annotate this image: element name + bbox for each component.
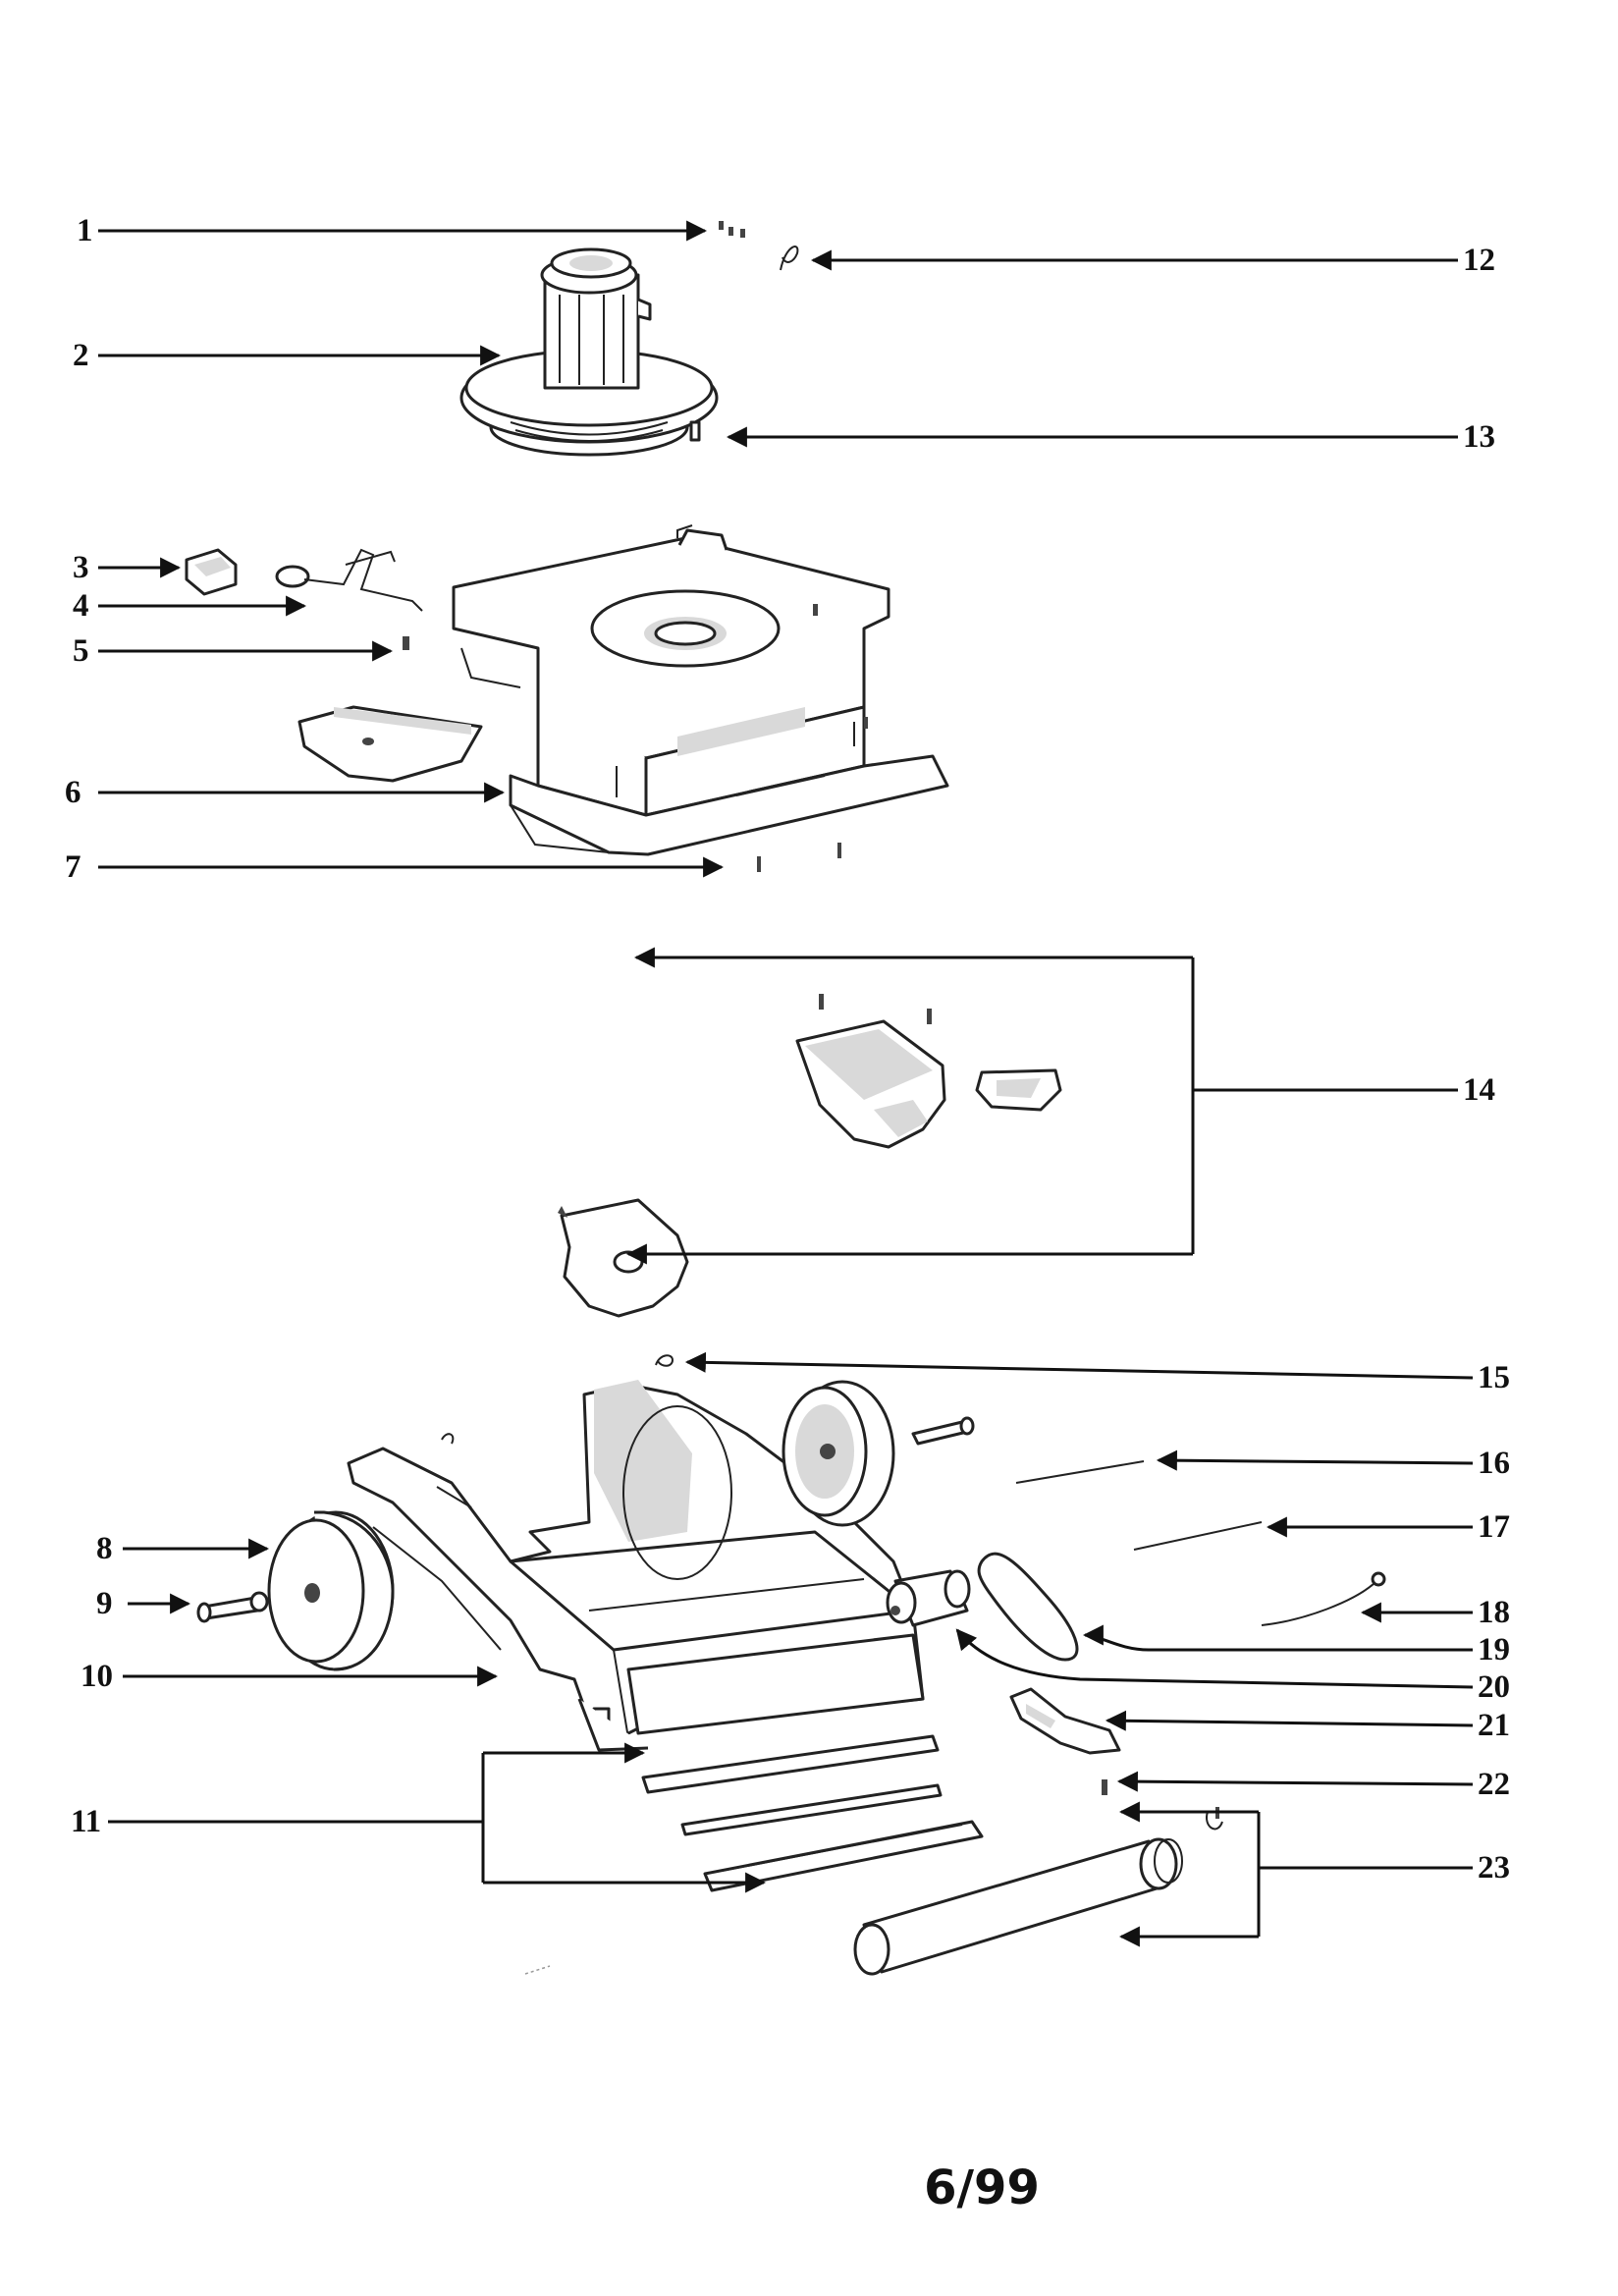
callout-11: 11	[71, 1804, 101, 1839]
part-15-clip	[655, 1354, 674, 1367]
part-9-axle	[196, 1591, 269, 1623]
callout-21: 21	[1478, 1708, 1510, 1743]
callout-22: 22	[1478, 1767, 1510, 1802]
callout-3: 3	[73, 550, 89, 585]
part-6-housing	[452, 524, 949, 856]
handle-bracket	[297, 705, 483, 783]
part-23-tube	[853, 1807, 1223, 1976]
callout-16: 16	[1478, 1446, 1510, 1481]
part-12-clip	[780, 246, 799, 271]
callout-4: 4	[73, 588, 89, 624]
callout-10: 10	[81, 1659, 113, 1694]
part-17-rod	[1133, 1521, 1263, 1551]
callout-20: 20	[1478, 1669, 1510, 1705]
callout-2: 2	[73, 338, 89, 373]
part-1-screws	[719, 221, 745, 238]
callout-14: 14	[1463, 1072, 1495, 1108]
part-10-base	[347, 1380, 925, 1752]
part-13-pin	[689, 420, 701, 442]
part-19-belt	[977, 1552, 1079, 1662]
callout-17: 17	[1478, 1509, 1510, 1545]
callout-23: 23	[1478, 1850, 1510, 1886]
callout-9: 9	[96, 1586, 113, 1621]
part-16-wheel-axle	[782, 1380, 975, 1527]
part-5-screw	[403, 636, 409, 650]
callout-18: 18	[1478, 1595, 1510, 1630]
part-3-switch	[185, 548, 238, 596]
callout-6: 6	[65, 775, 81, 810]
leader-lines	[98, 220, 1474, 1947]
callout-19: 19	[1478, 1632, 1510, 1667]
callout-15: 15	[1478, 1360, 1510, 1395]
callout-12: 12	[1463, 243, 1495, 278]
callout-13: 13	[1463, 419, 1495, 455]
part-8-wheel	[267, 1510, 395, 1671]
callout-7: 7	[65, 849, 81, 885]
callout-5: 5	[73, 633, 89, 669]
part-7-screws	[757, 843, 841, 872]
part-16-rod	[1015, 1460, 1145, 1484]
part-18-cord	[1261, 1571, 1386, 1626]
part-22-pin	[1102, 1779, 1107, 1795]
callout-8: 8	[96, 1531, 113, 1566]
callout-numbers: 1 2 3 4 5 6 7 8 9 10 11 12 13 14 15 16 1…	[65, 213, 1510, 1886]
part-4-lever	[275, 548, 423, 612]
page-code: 6/99	[924, 2160, 1040, 2215]
part-2-motor	[459, 247, 719, 457]
part-14-covers	[558, 994, 1062, 1318]
callout-1: 1	[77, 213, 93, 248]
stray-mark	[524, 1965, 551, 1975]
part-20-brushroll	[886, 1569, 971, 1627]
part-21-latch	[1009, 1687, 1121, 1755]
part-11-strips	[641, 1734, 984, 1892]
